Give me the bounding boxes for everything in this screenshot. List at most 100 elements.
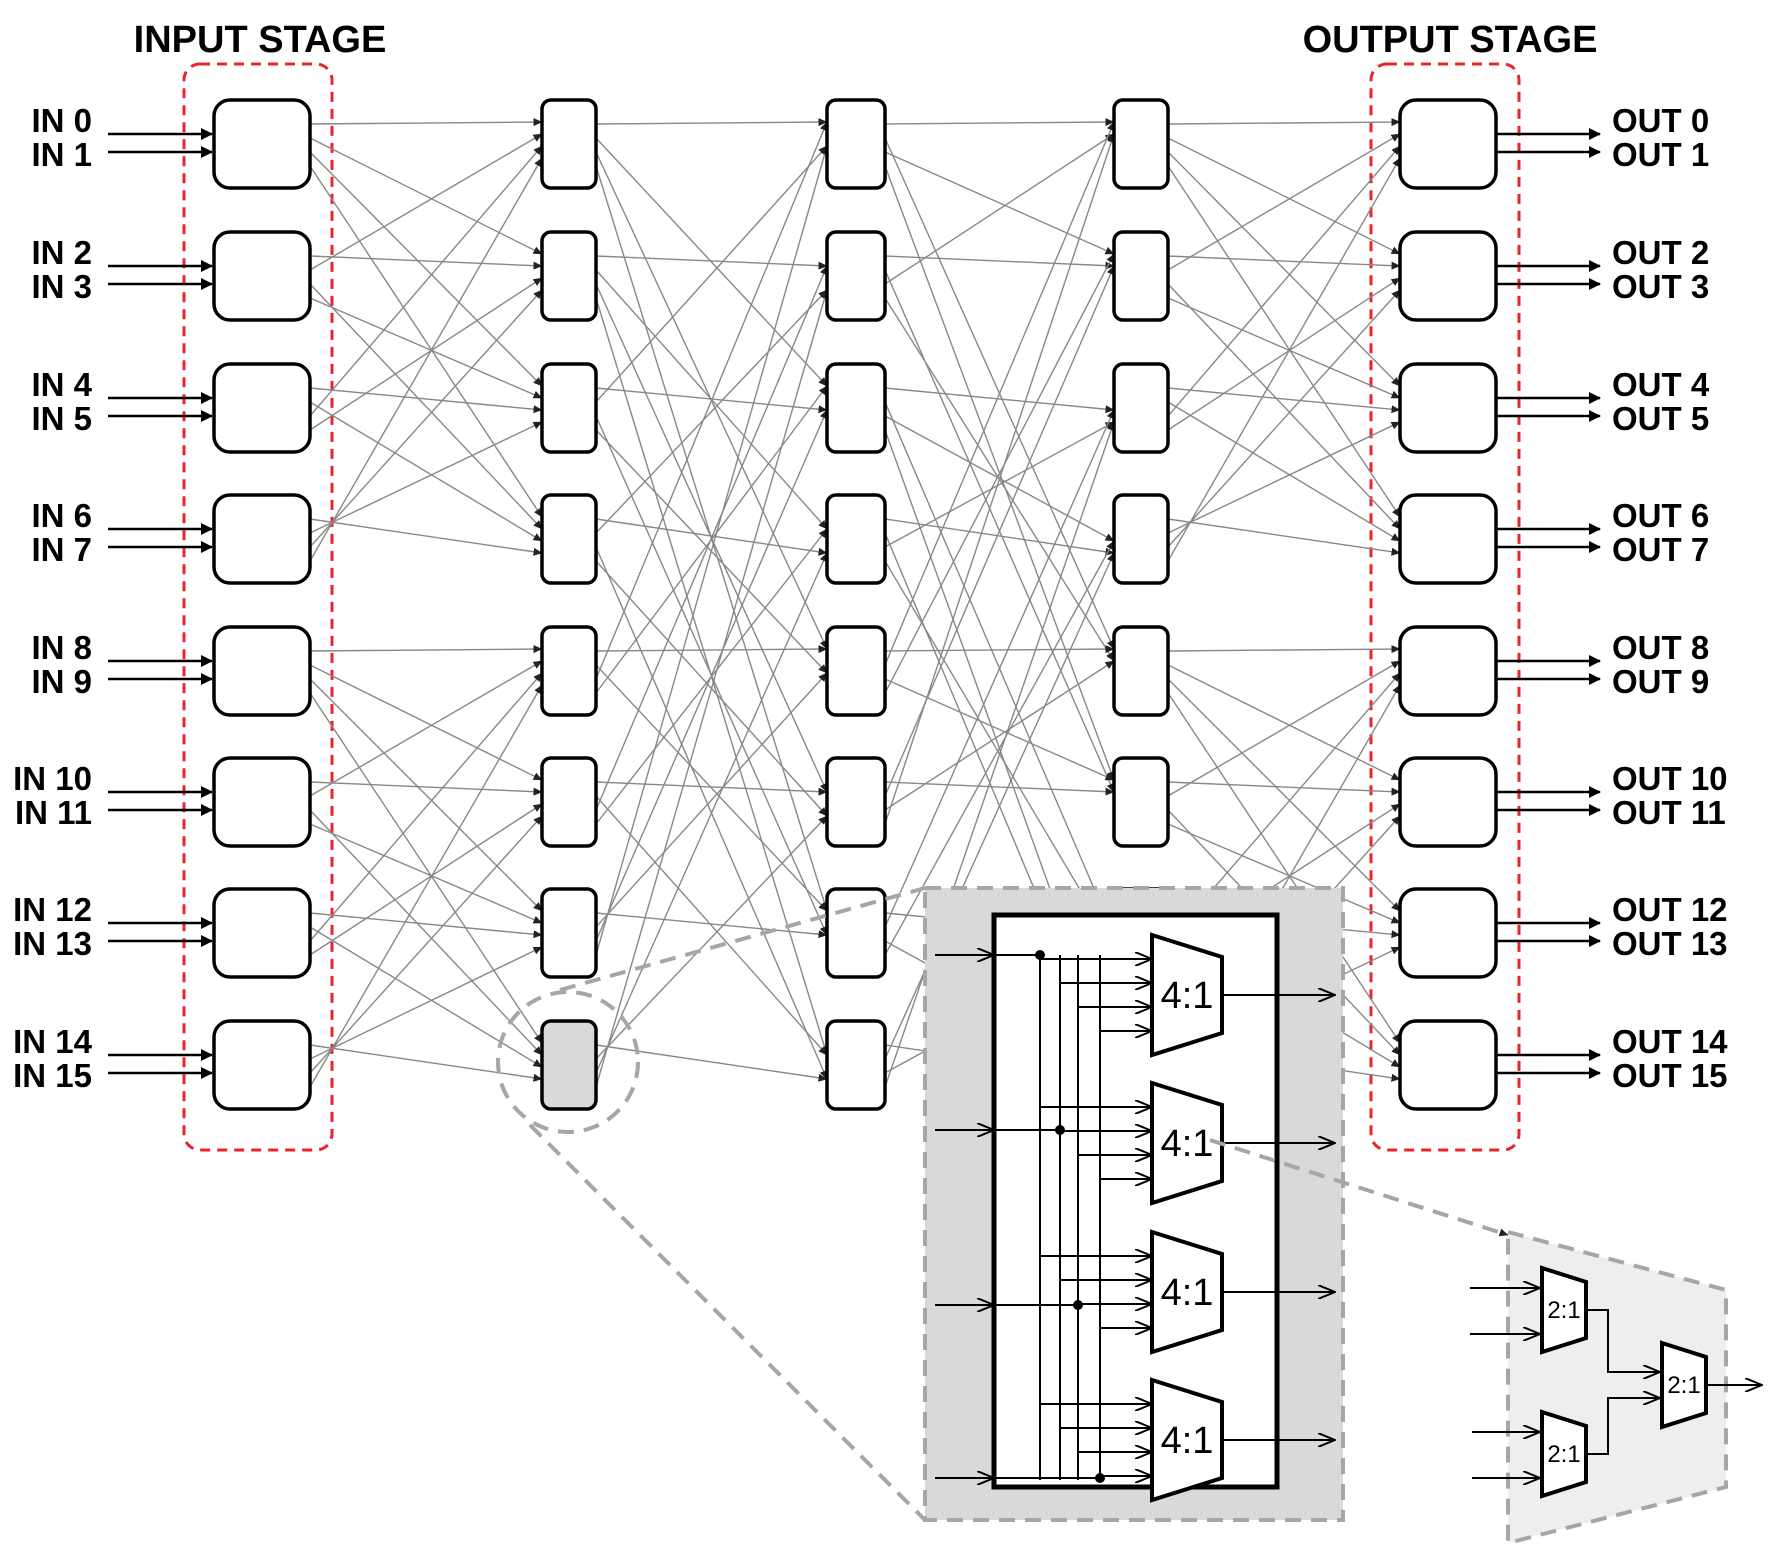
mux-4to1-label: 4:1: [1161, 1420, 1214, 1462]
interconnect-wire: [309, 137, 543, 255]
interconnect-wire: [595, 552, 828, 1074]
interconnect-wire: [884, 118, 1115, 127]
mux-2to1-label: 2:1: [1547, 1297, 1580, 1324]
mux-4to1: [1150, 932, 1224, 1058]
switch-box: [212, 230, 312, 322]
switch-box: [212, 493, 312, 585]
interconnect-wire: [1167, 645, 1401, 654]
interconnect-wire: [595, 289, 829, 1088]
input-port-label: IN 9: [31, 663, 92, 700]
switch-box: [540, 493, 598, 585]
switch-box: [1112, 98, 1170, 190]
output-port-label: OUT 12: [1612, 891, 1728, 928]
output-stage-title: OUTPUT STAGE: [1303, 19, 1598, 61]
interconnect-wire: [595, 137, 828, 387]
mux4-group: 4:14:14:14:1: [1150, 932, 1224, 1503]
interconnect-wire: [1167, 283, 1401, 530]
input-port-label: IN 8: [31, 629, 92, 666]
output-port-label: OUT 9: [1612, 663, 1709, 700]
input-port-label: IN 15: [13, 1057, 92, 1094]
interconnect-wire: [595, 121, 828, 680]
interconnect-wire: [1167, 118, 1401, 127]
switch-box: [825, 625, 887, 717]
mux-2to1-top: [1540, 1265, 1588, 1355]
interconnect-wire: [309, 151, 543, 387]
interconnect-wire: [595, 255, 828, 270]
input-port-label: IN 5: [31, 400, 92, 437]
output-port-label: OUT 7: [1612, 531, 1709, 568]
input-port-label: IN 2: [31, 234, 92, 271]
interconnect-wire: [309, 1044, 543, 1082]
interconnect-wire: [309, 165, 543, 518]
interconnect-wire: [309, 815, 543, 1074]
switch-box: [825, 230, 887, 322]
mux-2to1-bottom: [1540, 1409, 1588, 1499]
switch-box: [1398, 756, 1498, 848]
interconnect-wire: [595, 1044, 828, 1082]
input-port-label: IN 3: [31, 268, 92, 305]
output-port-label: OUT 3: [1612, 268, 1709, 305]
interconnect-wire: [884, 133, 1116, 825]
interconnect-wire: [1167, 151, 1401, 387]
mux-2to1-label: 2:1: [1667, 1372, 1700, 1399]
interconnect-wire: [309, 255, 543, 270]
interconnect-wire: [309, 672, 543, 942]
mux-tree-panel: 2:12:12:1: [1470, 1229, 1762, 1546]
switch-box: [212, 625, 312, 717]
interconnect-wire: [884, 645, 1115, 654]
input-stage-outline: [182, 62, 334, 1152]
interconnect-wire: [1167, 387, 1401, 414]
zoom-callout-line-top: [559, 886, 926, 992]
interconnect-wire: [309, 387, 543, 414]
junction-dot: [1035, 950, 1045, 960]
zoom-callout-line-bottom: [528, 1123, 927, 1522]
interconnect-wire: [1167, 255, 1401, 270]
interconnect-wire: [595, 409, 828, 942]
zoom-highlight-circle: [496, 990, 640, 1134]
interconnect-wire: [309, 421, 543, 534]
interconnect-wire: [595, 912, 828, 939]
interconnect-wire: [884, 678, 1115, 781]
switch-box: [540, 625, 598, 717]
switch-boxes: [212, 98, 1498, 1111]
interconnect-wire: [309, 118, 543, 127]
switch-detail-panel: 4:14:14:14:1: [923, 886, 1345, 1522]
interconnect-wire: [309, 678, 543, 912]
switch-box: [1112, 756, 1170, 848]
interconnect-wire: [309, 664, 543, 781]
switch-detail-frame: [991, 912, 1280, 1490]
output-port-label: OUT 1: [1612, 136, 1709, 173]
interconnect-wire: [1167, 133, 1401, 271]
switch-box: [540, 98, 598, 190]
interconnect-wire: [884, 387, 1115, 414]
mux-4to1: [1150, 1377, 1224, 1503]
interconnect-wire: [1167, 157, 1401, 562]
interconnect-wire: [884, 255, 1115, 270]
switch-box: [1398, 1019, 1498, 1111]
output-port-label: OUT 14: [1612, 1023, 1728, 1060]
output-port-label: OUT 15: [1612, 1057, 1728, 1094]
output-port-label: OUT 5: [1612, 400, 1709, 437]
input-port-label: IN 6: [31, 497, 92, 534]
interconnect-wire: [595, 672, 828, 928]
interconnect-wire: [1167, 692, 1401, 1044]
interconnect-wire: [595, 145, 828, 403]
interconnect-wire: [595, 664, 828, 912]
interconnect-wire: [884, 133, 1115, 285]
switch-box: [1398, 98, 1498, 190]
interconnect-wire: [309, 926, 543, 1068]
output-port-label: OUT 13: [1612, 925, 1728, 962]
switch-box: [825, 1019, 887, 1111]
switch-box: [212, 1019, 312, 1111]
interconnect-wire: [309, 157, 543, 562]
interconnect-wire: [309, 401, 543, 542]
interconnect-wire: [1167, 421, 1401, 534]
input-port-label: IN 11: [15, 794, 92, 831]
output-port-label: OUT 8: [1612, 629, 1709, 666]
output-port-label: OUT 6: [1612, 497, 1709, 534]
output-port-label: OUT 4: [1612, 366, 1710, 403]
mux-2to1-final: [1660, 1340, 1708, 1430]
interconnect-wire: [309, 289, 543, 548]
interconnect-wire: [884, 265, 1115, 797]
